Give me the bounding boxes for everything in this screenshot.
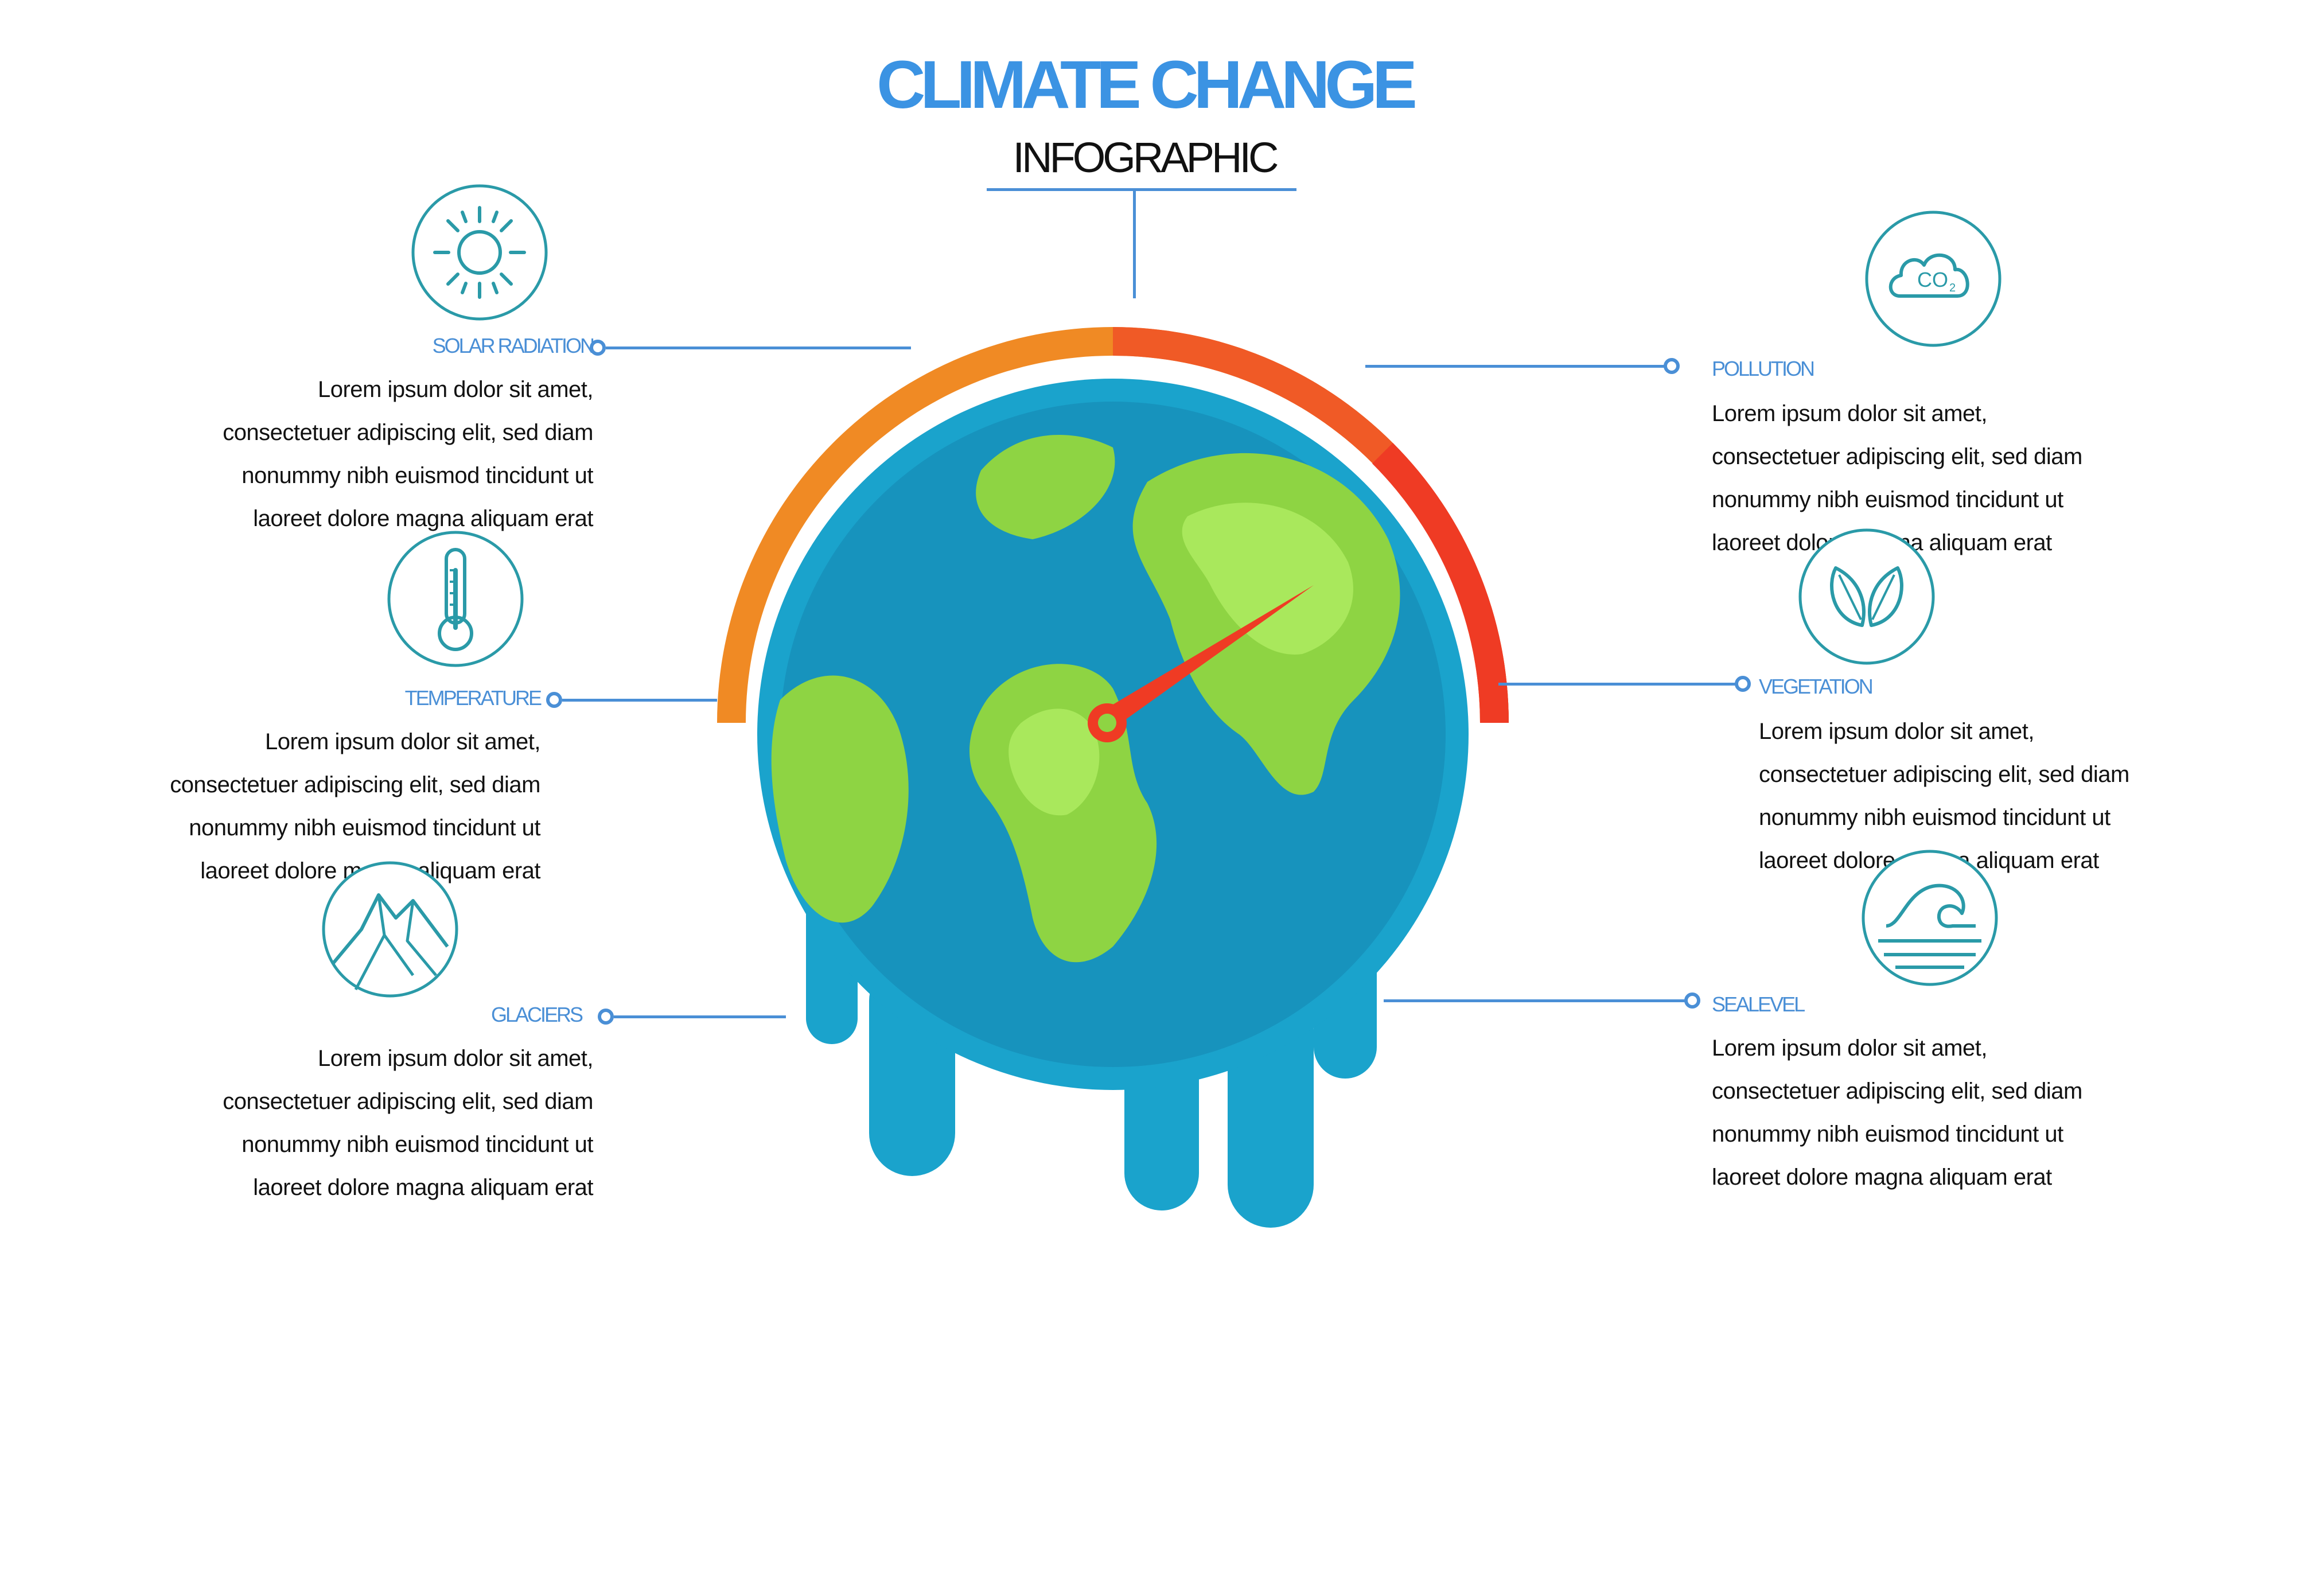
pollution-heading: POLLUTION bbox=[1712, 357, 1815, 380]
thermometer-icon bbox=[387, 530, 524, 668]
svg-text:CO: CO bbox=[1917, 268, 1948, 291]
solar-radiation-heading: SOLAR RADIATION bbox=[432, 334, 595, 357]
co2-cloud-icon: CO 2 bbox=[1864, 210, 2002, 348]
pollution-connector bbox=[1365, 365, 1665, 368]
temperature-heading: TEMPERATURE bbox=[404, 686, 542, 710]
glaciers-text: Lorem ipsum dolor sit amet, consectetuer… bbox=[223, 1046, 593, 1200]
glaciers-dot bbox=[598, 1009, 614, 1025]
solar-radiation-text: Lorem ipsum dolor sit amet, consectetuer… bbox=[223, 377, 593, 531]
pollution-dot bbox=[1664, 358, 1680, 374]
vegetation-heading: VEGETATION bbox=[1759, 675, 1874, 698]
leaves-icon bbox=[1798, 528, 1936, 665]
solar-radiation-dot bbox=[590, 340, 606, 356]
sealevel-text: Lorem ipsum dolor sit amet, consectetuer… bbox=[1712, 1036, 2082, 1190]
svg-text:2: 2 bbox=[1949, 282, 1956, 294]
solar-radiation-connector bbox=[606, 347, 911, 349]
wave-icon bbox=[1861, 849, 1999, 987]
sealevel-connector bbox=[1384, 999, 1685, 1002]
sealevel-dot bbox=[1684, 992, 1700, 1009]
title-underline bbox=[987, 188, 1296, 191]
temperature-text: Lorem ipsum dolor sit amet, consectetuer… bbox=[170, 729, 540, 883]
vegetation-dot bbox=[1735, 676, 1751, 692]
temperature-connector bbox=[562, 699, 717, 702]
sealevel-heading: SEALEVEL bbox=[1712, 992, 1805, 1016]
vegetation-text: Lorem ipsum dolor sit amet, consectetuer… bbox=[1759, 719, 2129, 873]
glaciers-connector bbox=[614, 1015, 786, 1018]
melting-earth-gauge-icon bbox=[711, 298, 1514, 1251]
title-stem bbox=[1133, 189, 1136, 298]
vegetation-connector bbox=[1498, 683, 1736, 686]
temperature-dot bbox=[546, 692, 562, 708]
page-title: CLIMATE CHANGE bbox=[877, 47, 1418, 123]
sun-icon bbox=[411, 184, 548, 321]
mountain-icon bbox=[321, 861, 459, 998]
page-subtitle: INFOGRAPHIC bbox=[1013, 134, 1279, 181]
glaciers-heading: GLACIERS bbox=[490, 1003, 583, 1026]
